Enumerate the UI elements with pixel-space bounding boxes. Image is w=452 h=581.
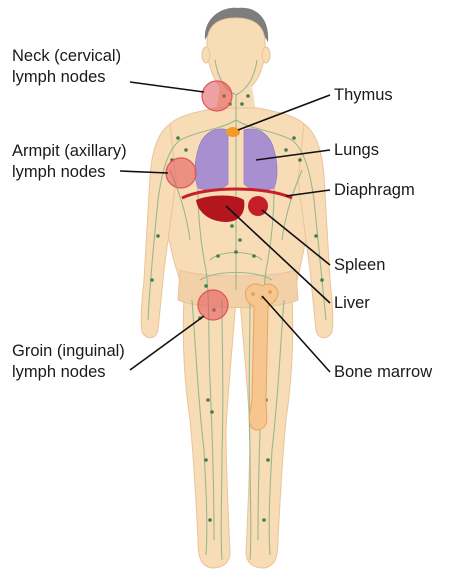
diaphragm-label: Diaphragm	[334, 180, 415, 201]
armpit-lymph-nodes-label: Armpit (axillary) lymph nodes	[12, 141, 127, 183]
groin-nodes-highlight	[198, 290, 228, 320]
bone-marrow-label: Bone marrow	[334, 362, 432, 383]
liver-label: Liver	[334, 293, 370, 314]
groin-lymph-nodes-label: Groin (inguinal) lymph nodes	[12, 341, 125, 383]
neck-callout-line	[130, 82, 204, 92]
neck-lymph-nodes-label: Neck (cervical) lymph nodes	[12, 46, 121, 88]
left-leg	[183, 296, 236, 568]
thymus	[226, 127, 240, 137]
neck-nodes-highlight	[202, 81, 232, 111]
thymus-label: Thymus	[334, 85, 393, 106]
spleen-label: Spleen	[334, 255, 385, 276]
human-body-figure	[141, 8, 333, 568]
armpit-nodes-highlight	[166, 158, 196, 188]
lungs-label: Lungs	[334, 140, 379, 161]
